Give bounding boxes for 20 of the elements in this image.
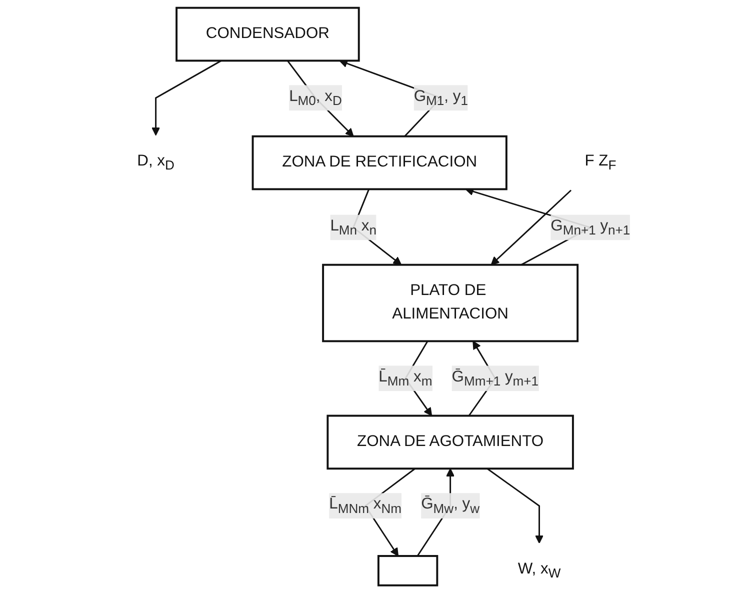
node-text: W, x$_{W}$ bbox=[518, 560, 561, 581]
node-box: ZONA DE AGOTAMIENTO bbox=[327, 414, 574, 470]
edge-label: L̄$_{MNm}$ x$_{Nm}$ bbox=[329, 496, 402, 516]
node-box: PLATO DE ALIMENTACION bbox=[322, 264, 579, 342]
edge-label: L$_{M0}$, x$_{D}$ bbox=[289, 88, 342, 108]
node-text: F Z$_{F}$ bbox=[585, 152, 617, 173]
edge-label: L̄$_{Mm}$ x$_{m}$ bbox=[378, 368, 433, 388]
arrow bbox=[287, 60, 354, 137]
edge-label: Ḡ$_{Mm+1}$ y$_{m+1}$ bbox=[452, 368, 539, 388]
node-box: CONDENSADOR bbox=[176, 6, 360, 62]
node-box: ZONA DE RECTIFICACION bbox=[252, 135, 508, 190]
node-text: D, x$_{D}$ bbox=[137, 152, 175, 173]
arrow bbox=[491, 190, 572, 266]
arrow bbox=[487, 468, 544, 544]
node-box bbox=[378, 555, 438, 586]
edge-label: Ḡ$_{Mw}$, y$_{w}$ bbox=[421, 496, 480, 516]
edge-label: L$_{Mn}$ x$_{n}$ bbox=[330, 218, 377, 238]
edge-label: G$_{M1}$, y$_{1}$ bbox=[414, 88, 468, 108]
arrow bbox=[152, 60, 222, 136]
edge-label: G$_{Mn+1}$ y$_{n+1}$ bbox=[550, 218, 630, 238]
